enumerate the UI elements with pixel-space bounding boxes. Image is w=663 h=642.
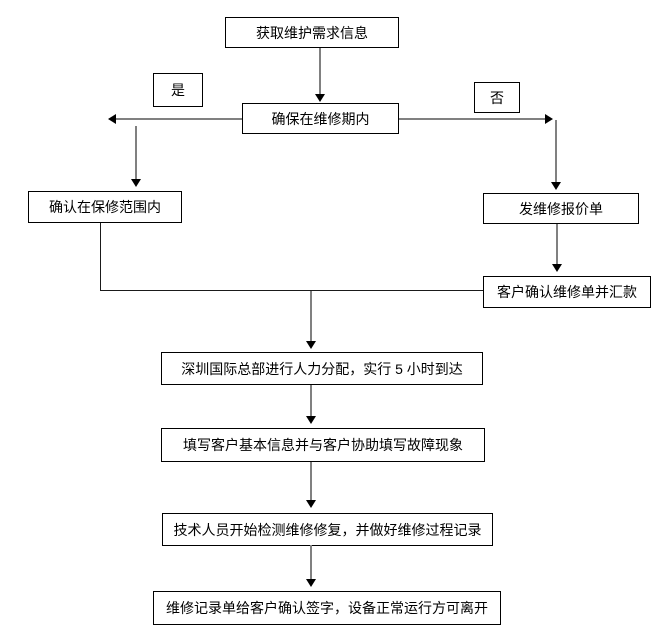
edge-hq-to-fill-arrowhead-icon [306,416,316,424]
edge-yes-branch-arrowhead-icon [108,114,116,124]
edge-merge-to-hq-line [310,291,312,341]
edge-hq-to-fill-line [310,385,312,416]
edge-no-branch-vertical-line [555,120,557,182]
edge-merge-horizontal-line [100,290,483,291]
edge-yes-branch-horizontal-line [116,118,242,120]
node-ensure-repair-period: 确保在维修期内 [242,103,399,134]
edge-warranty-merge-vertical-line [100,223,101,290]
edge-acquire-to-ensure-arrowhead-icon [315,94,325,102]
edge-no-branch-horizontal-line [399,118,545,120]
node-branch-label-yes: 是 [153,73,203,107]
edge-tech-to-sign-arrowhead-icon [306,579,316,587]
edge-quote-to-remit-line [556,224,558,264]
edge-yes-branch-vertical-line [135,126,137,179]
edge-fill-to-tech-arrowhead-icon [306,500,316,508]
node-hq-dispatch: 深圳国际总部进行人力分配，实行 5 小时到达 [161,352,483,385]
edge-merge-to-hq-arrowhead-icon [306,341,316,349]
edge-acquire-to-ensure-line [319,48,321,95]
edge-yes-branch-down-arrowhead-icon [131,179,141,187]
edge-tech-to-sign-line [310,545,312,579]
edge-quote-to-remit-arrowhead-icon [552,264,562,272]
node-record-sign-off: 维修记录单给客户确认签字，设备正常运行方可离开 [153,591,501,625]
edge-no-branch-arrowhead-icon [545,114,553,124]
node-confirm-warranty-scope: 确认在保修范围内 [28,191,182,223]
node-send-quotation: 发维修报价单 [483,193,639,224]
edge-no-branch-down-arrowhead-icon [551,182,561,190]
node-customer-confirm-remit: 客户确认维修单并汇款 [483,276,651,308]
node-fill-customer-info: 填写客户基本信息并与客户协助填写故障现象 [161,428,485,462]
node-tech-inspect-repair: 技术人员开始检测维修修复，并做好维修过程记录 [162,513,493,546]
edge-fill-to-tech-line [310,462,312,500]
node-acquire-info: 获取维护需求信息 [225,17,399,48]
node-branch-label-no: 否 [474,82,520,113]
